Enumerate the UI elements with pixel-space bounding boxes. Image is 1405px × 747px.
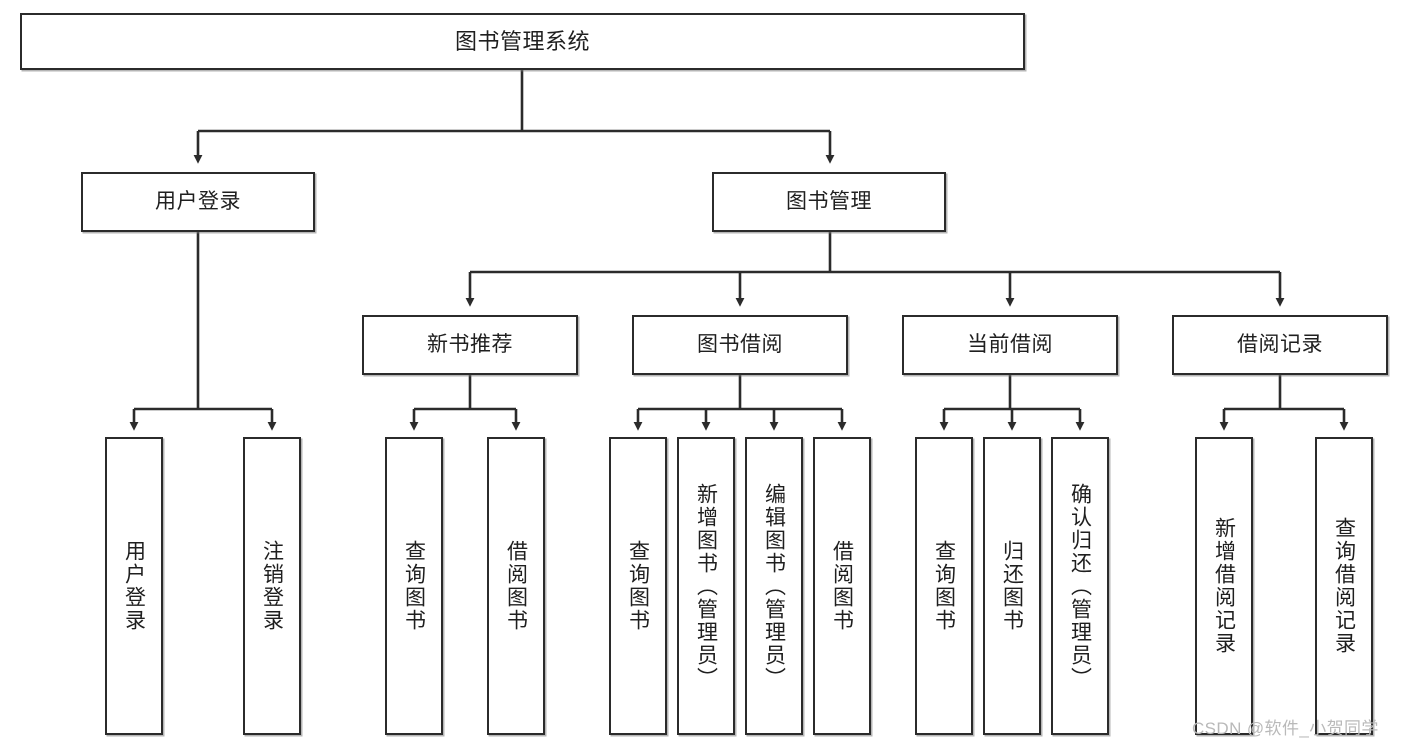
node-leaf-query-book-borrow[interactable]: 查询图书 [609, 437, 667, 735]
node-new-book-recommend[interactable]: 新书推荐 [362, 315, 578, 375]
node-leaf-logout[interactable]: 注销登录 [243, 437, 301, 735]
node-leaf-borrow-book-label: 借阅图书 [830, 540, 854, 632]
node-leaf-query-book-recommend-label: 查询图书 [402, 540, 426, 632]
node-leaf-query-book-current[interactable]: 查询图书 [915, 437, 973, 735]
node-leaf-return-book-label: 归还图书 [1000, 540, 1024, 632]
node-leaf-borrow-book-recommend[interactable]: 借阅图书 [487, 437, 545, 735]
node-leaf-user-login-label: 用户登录 [122, 540, 146, 632]
node-leaf-borrow-book-recommend-label: 借阅图书 [504, 540, 528, 632]
node-leaf-user-login[interactable]: 用户登录 [105, 437, 163, 735]
node-current-borrow[interactable]: 当前借阅 [902, 315, 1118, 375]
node-leaf-add-borrow-record-label: 新增借阅记录 [1212, 517, 1236, 655]
node-leaf-edit-book[interactable]: 编辑图书（管理员） [745, 437, 803, 735]
node-book-manage[interactable]: 图书管理 [712, 172, 946, 232]
csdn-watermark: CSDN @软件_小贺同学 [1192, 719, 1379, 738]
node-leaf-logout-label: 注销登录 [260, 540, 284, 632]
node-current-borrow-label: 当前借阅 [967, 332, 1053, 356]
node-leaf-add-borrow-record[interactable]: 新增借阅记录 [1195, 437, 1253, 735]
node-leaf-query-borrow-record[interactable]: 查询借阅记录 [1315, 437, 1373, 735]
node-leaf-edit-book-label: 编辑图书（管理员） [762, 482, 786, 690]
node-leaf-query-borrow-record-label: 查询借阅记录 [1332, 517, 1356, 655]
node-leaf-query-book-recommend[interactable]: 查询图书 [385, 437, 443, 735]
node-leaf-confirm-return[interactable]: 确认归还（管理员） [1051, 437, 1109, 735]
node-new-book-recommend-label: 新书推荐 [427, 332, 513, 356]
node-leaf-borrow-book[interactable]: 借阅图书 [813, 437, 871, 735]
node-leaf-confirm-return-label: 确认归还（管理员） [1068, 482, 1092, 690]
node-root[interactable]: 图书管理系统 [20, 13, 1025, 70]
node-book-borrow-label: 图书借阅 [697, 332, 783, 356]
node-leaf-add-book[interactable]: 新增图书（管理员） [677, 437, 735, 735]
node-book-borrow[interactable]: 图书借阅 [632, 315, 848, 375]
node-leaf-return-book[interactable]: 归还图书 [983, 437, 1041, 735]
node-root-label: 图书管理系统 [454, 28, 590, 54]
node-user-login-label: 用户登录 [155, 189, 241, 213]
node-book-manage-label: 图书管理 [786, 189, 872, 213]
node-leaf-query-book-current-label: 查询图书 [932, 540, 956, 632]
node-leaf-add-book-label: 新增图书（管理员） [694, 482, 718, 690]
node-borrow-record[interactable]: 借阅记录 [1172, 315, 1388, 375]
node-leaf-query-book-borrow-label: 查询图书 [626, 540, 650, 632]
node-borrow-record-label: 借阅记录 [1237, 332, 1323, 356]
node-user-login[interactable]: 用户登录 [81, 172, 315, 232]
